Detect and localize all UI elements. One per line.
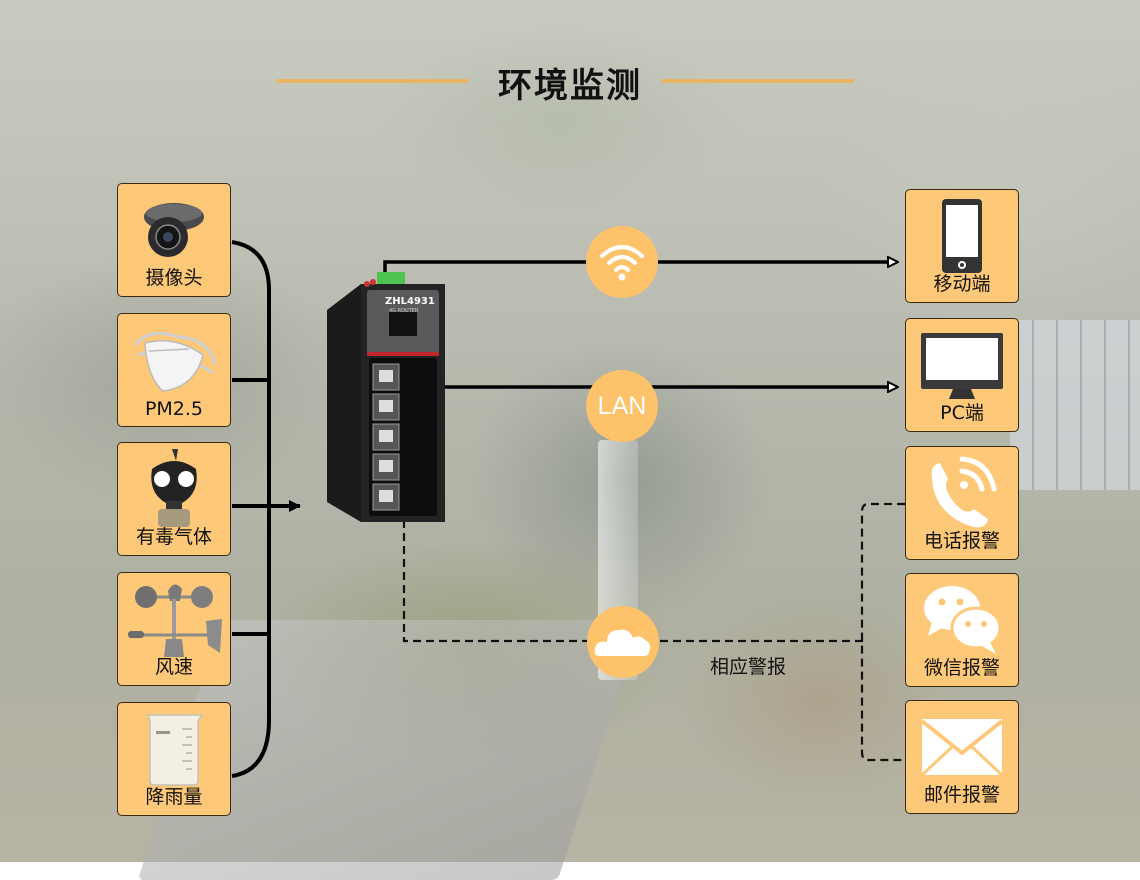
- desktop-monitor-icon: [906, 327, 1018, 403]
- face-mask-icon: [118, 322, 230, 398]
- alarm-label: 微信报警: [923, 657, 1000, 679]
- background-solar-panel: [1010, 320, 1140, 490]
- wifi-link-badge: [586, 226, 658, 298]
- envelope-icon: [906, 709, 1018, 785]
- sensor-camera[interactable]: 摄像头: [117, 183, 231, 297]
- terminal-label: 移动端: [933, 273, 991, 295]
- cloud-icon: [594, 629, 651, 656]
- sensor-label: 降雨量: [145, 786, 203, 808]
- alarm-wechat[interactable]: 微信报警: [905, 573, 1019, 687]
- sensor-wind-speed[interactable]: 风速: [117, 572, 231, 686]
- router-model: ZHL4931: [385, 296, 435, 307]
- lan-label: LAN: [597, 391, 647, 420]
- sensor-label: 有毒气体: [135, 526, 212, 548]
- wechat-icon: [906, 582, 1018, 658]
- page-title: 环境监测: [498, 66, 642, 106]
- sensor-pm25[interactable]: PM2.5: [117, 313, 231, 427]
- sensor-label: 风速: [154, 656, 193, 678]
- router-device[interactable]: ZHL4931 4G ROUTER: [327, 272, 445, 522]
- alarm-annotation: 相应警报: [710, 656, 787, 678]
- wifi-icon: [600, 245, 644, 281]
- terminal-mobile[interactable]: 移动端: [905, 189, 1019, 303]
- alarm-email[interactable]: 邮件报警: [905, 700, 1019, 814]
- alarm-label: 电话报警: [923, 530, 1000, 552]
- link-cloud-dashed-line: [402, 520, 865, 643]
- smartphone-icon: [906, 198, 1018, 274]
- anemometer-icon: [118, 581, 230, 657]
- terminal-pc[interactable]: PC端: [905, 318, 1019, 432]
- dome-camera-icon: [118, 192, 230, 268]
- alarm-label: 邮件报警: [923, 784, 1000, 806]
- router-subtitle: 4G ROUTER: [389, 308, 419, 314]
- bus-camera: [231, 240, 271, 778]
- sensor-label: 摄像头: [145, 267, 203, 289]
- title-line-left: [276, 79, 468, 83]
- sensor-label: PM2.5: [144, 398, 204, 420]
- sensor-toxic-gas[interactable]: 有毒气体: [117, 442, 231, 556]
- cloud-link-badge: [587, 606, 659, 678]
- sensor-rainfall[interactable]: 降雨量: [117, 702, 231, 816]
- title-line-right: [662, 79, 854, 83]
- phone-call-icon: [906, 455, 1018, 531]
- connection-lines: [231, 240, 905, 778]
- terminal-label: PC端: [940, 402, 984, 424]
- alarm-dashed-bracket: [860, 502, 905, 762]
- lan-link-badge: LAN: [586, 370, 658, 442]
- gas-mask-icon: [118, 449, 230, 527]
- beaker-icon: [118, 711, 230, 787]
- alarm-phone[interactable]: 电话报警: [905, 446, 1019, 560]
